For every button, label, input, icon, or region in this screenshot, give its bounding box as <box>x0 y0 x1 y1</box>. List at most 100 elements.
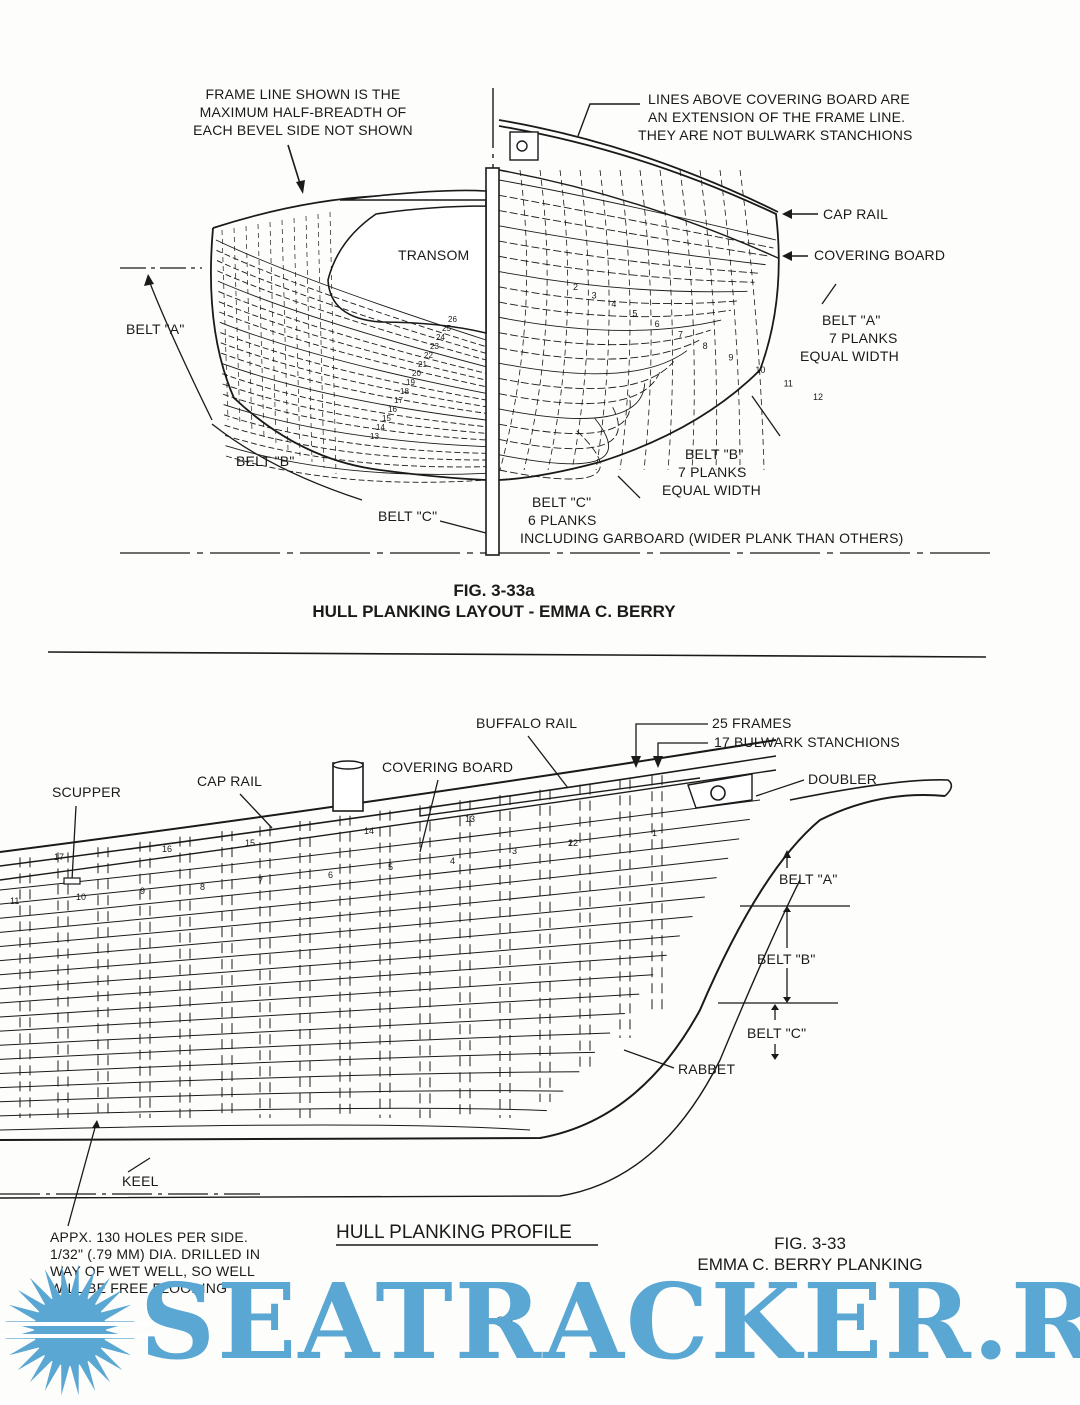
page-number: 29 <box>497 1315 514 1330</box>
buffalo-rail-label: BUFFALO RAIL <box>476 715 577 731</box>
frame-number: 14 <box>364 826 374 836</box>
frame-number: 13 <box>465 814 475 824</box>
stanchions-arrow <box>653 756 663 768</box>
doubler-hole <box>710 785 726 801</box>
frame-line-arrowhead <box>296 180 305 194</box>
frame-line <box>499 169 528 471</box>
belt-c-arrow-up <box>771 1004 779 1010</box>
svg-text:FRAME LINE SHOWN IS THE: FRAME LINE SHOWN IS THE <box>206 86 401 102</box>
plank-number: 21 <box>418 360 427 369</box>
figure-b-title: EMMA C. BERRY PLANKING <box>697 1255 922 1274</box>
strake-line <box>0 1071 580 1089</box>
frame-line <box>293 217 301 457</box>
scupper-label: SCUPPER <box>52 784 121 800</box>
belt-b-right-dimension <box>617 475 641 499</box>
plank-line <box>498 383 646 419</box>
frames-leader <box>635 723 708 760</box>
plank-number: 9 <box>728 353 733 363</box>
frame-line <box>739 169 765 471</box>
belt-c-left-label: BELT "C" <box>378 508 437 524</box>
plank-number: 19 <box>406 378 415 387</box>
plank-line <box>225 455 487 483</box>
sun-ray <box>99 1304 131 1322</box>
plank-line <box>222 393 487 441</box>
belt-b-arrow-bottom <box>783 997 791 1003</box>
svg-text:EQUAL WIDTH: EQUAL WIDTH <box>800 348 899 364</box>
plank-line <box>220 332 487 401</box>
cap-rail-label: CAP RAIL <box>823 206 888 222</box>
left-plank-lines <box>215 211 487 483</box>
svg-text:WAY OF WET WELL, SO WELL: WAY OF WET WELL, SO WELL <box>50 1263 255 1279</box>
profile-covering-board-leader <box>419 779 439 853</box>
frame-number: 12 <box>568 838 578 848</box>
plank-line <box>216 249 487 348</box>
keel-and-stem-outer <box>0 794 946 1141</box>
frame-number: 10 <box>76 892 86 902</box>
stern-post <box>485 167 500 556</box>
strake-line <box>0 818 750 905</box>
frame-line <box>595 169 610 471</box>
frame-line <box>329 211 337 475</box>
svg-text:LINES ABOVE COVERING BOARD ARE: LINES ABOVE COVERING BOARD ARE <box>648 91 910 107</box>
body-plan: FRAME LINE SHOWN IS THE MAXIMUM HALF-BRE… <box>120 86 990 621</box>
sun-stripe <box>0 1322 150 1326</box>
sun-ray <box>94 1289 123 1313</box>
sun-ray <box>44 1359 62 1391</box>
svg-text:1/32" (.79 MM) DIA. DRILLED IN: 1/32" (.79 MM) DIA. DRILLED IN <box>50 1246 260 1262</box>
profile-belt-a-label: BELT "A" <box>779 871 838 887</box>
strake-line <box>0 896 705 962</box>
plank-line <box>498 372 661 404</box>
plank-line <box>218 291 487 374</box>
plank-number: 22 <box>424 351 433 360</box>
buffalo-rail-leader <box>527 735 569 789</box>
plank-line <box>223 404 487 448</box>
sun-ray <box>17 1289 46 1313</box>
frame-line <box>719 169 741 471</box>
plank-line <box>498 316 722 331</box>
frame-line <box>245 225 253 433</box>
plank-line <box>498 429 601 480</box>
plank-line <box>224 434 487 468</box>
rabbet-line <box>0 879 801 1199</box>
profile-cap-rail-label: CAP RAIL <box>197 773 262 789</box>
frame-number: 11 <box>10 896 19 906</box>
svg-text:BELT "B": BELT "B" <box>685 446 744 462</box>
plank-line <box>498 271 748 293</box>
plank-number: 14 <box>376 423 385 432</box>
plank-line <box>498 240 761 274</box>
plank-line <box>223 414 487 454</box>
strake-line <box>0 1051 595 1075</box>
hawse-block <box>509 131 539 161</box>
transom <box>327 189 487 335</box>
watermark-text: SEATRACKER.RU <box>140 1260 1080 1383</box>
frame-line <box>659 169 673 471</box>
svg-text:THEY ARE NOT BULWARK STANCHION: THEY ARE NOT BULWARK STANCHIONS <box>638 127 913 143</box>
belt-b-right-label: BELT "B" 7 PLANKS EQUAL WIDTH <box>662 446 761 498</box>
rail-top <box>419 777 701 817</box>
frame-number: 8 <box>200 882 205 892</box>
plank-number: 16 <box>388 405 397 414</box>
doubler <box>687 773 753 809</box>
belt-a-left-label: BELT "A" <box>126 321 185 337</box>
covering-board <box>0 769 777 881</box>
figure-a-title: HULL PLANKING LAYOUT - EMMA C. BERRY <box>312 602 676 621</box>
covering-board-arrow <box>782 251 792 261</box>
plank-number: 25 <box>442 324 451 333</box>
plank-line <box>498 406 619 450</box>
cap-rail-arrow <box>782 209 792 219</box>
strake-line <box>0 1124 531 1131</box>
plank-line <box>498 361 675 390</box>
frame-line <box>305 215 313 463</box>
sun-ray <box>29 1354 53 1383</box>
belt-b-arrow-top <box>783 906 791 912</box>
frames-label: 25 FRAMES <box>712 715 792 731</box>
plank-number: 4 <box>611 299 616 309</box>
sun-ray <box>78 1359 96 1391</box>
sun-ray <box>17 1347 46 1371</box>
plank-line <box>218 301 487 381</box>
lines-above-leader <box>577 103 640 137</box>
profile-belt-c-label: BELT "C" <box>747 1025 806 1041</box>
plank-line <box>498 339 700 360</box>
strake-line <box>0 1090 564 1103</box>
